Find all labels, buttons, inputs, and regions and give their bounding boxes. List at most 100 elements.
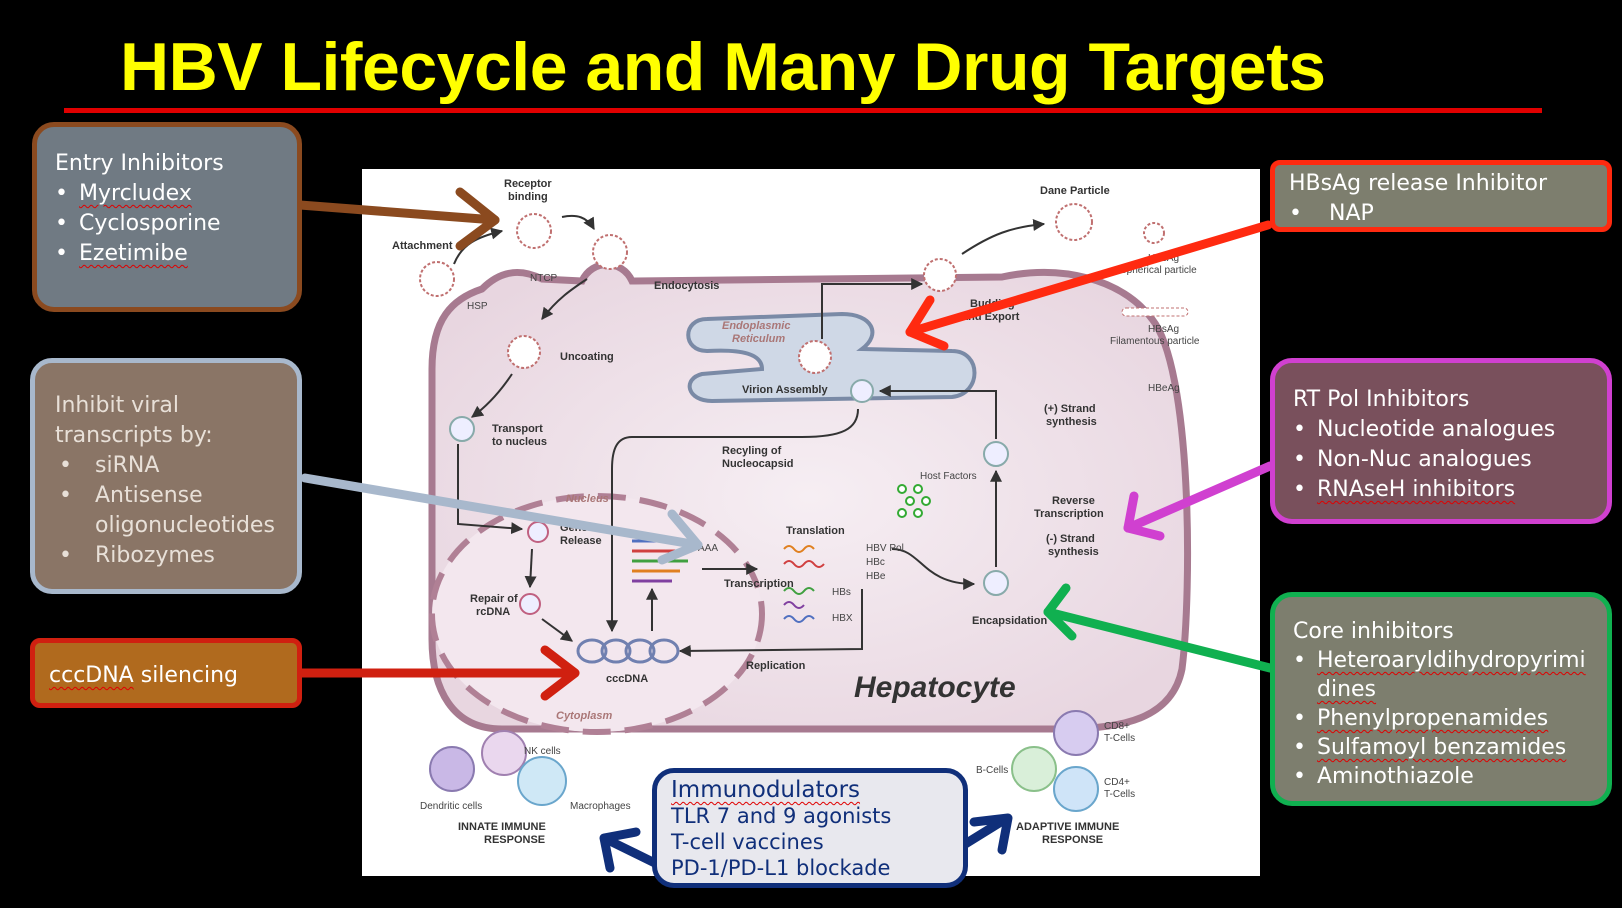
cccdna-label-b: silencing [133, 663, 239, 688]
repair-label-1: Repair of [470, 593, 518, 605]
cccdna-label-a: cccDNA [49, 663, 134, 688]
immuno-item-tlr: TLR 7 and 9 agonists [671, 804, 892, 828]
core-item-phenylpropenamides: Phenylpropenamides [1317, 706, 1549, 731]
immuno-item-pd1: PD-1/PD-L1 blockade [671, 856, 891, 880]
host-factors-label: Host Factors [920, 471, 977, 482]
dendritic-cells-label: Dendritic cells [420, 801, 482, 812]
ntcp-label: NTCP [530, 273, 558, 284]
er-label-1: Endoplasmic [722, 320, 790, 332]
hbsag-sphere [1143, 222, 1165, 244]
hbe-label: HBe [866, 571, 886, 582]
entry-item-cyclosporine: Cyclosporine [79, 211, 221, 236]
hbx-label: HBX [832, 613, 853, 624]
hepatocyte-label: Hepatocyte [854, 671, 1016, 704]
receptor-binding-1: Receptor [504, 178, 552, 190]
entry-item-ezetimibe: Ezetimibe [79, 241, 188, 266]
receptor-binding-2: binding [508, 191, 548, 203]
rtpol-item-nucleotide: Nucleotide analogues [1317, 417, 1556, 442]
cccdna-arrow [295, 645, 580, 701]
hbv-pol-label: HBV Pol [866, 543, 904, 554]
core-item-aminothiazole: Aminothiazole [1317, 764, 1474, 789]
endocytosis-label: Endocytosis [654, 280, 719, 292]
plus-strand-2: synthesis [1046, 416, 1097, 428]
virion-assembly-label: Virion Assembly [742, 384, 828, 396]
hbc-label: HBc [866, 557, 885, 568]
immuno-heading: Immunodulators [671, 777, 861, 803]
hbsag-heading: HBsAg release Inhibitor [1289, 171, 1548, 196]
entry-heading: Entry Inhibitors [55, 151, 224, 176]
title-underline [64, 108, 1542, 113]
adaptive-response-2: RESPONSE [1042, 834, 1103, 846]
cd8-label-2: T-Cells [1104, 733, 1135, 744]
aaa-label: AAA [698, 543, 718, 554]
core-arrow [1043, 583, 1275, 673]
dane-particle-label: Dane Particle [1040, 185, 1110, 197]
host-factor-dots [897, 484, 931, 518]
hbsag-release-callout: HBsAg release Inhibitor NAP [1270, 160, 1612, 232]
core-item-sulfamoyl: Sulfamoyl benzamides [1317, 735, 1567, 760]
transcription-label: Transcription [724, 578, 794, 590]
innate-response-1: INNATE IMMUNE [458, 821, 546, 833]
innate-response-2: RESPONSE [484, 834, 545, 846]
cccdna-silencing-callout: cccDNA silencing [30, 638, 302, 708]
virion-attachment [419, 261, 455, 297]
recycling-label-2: Nucleocapsid [722, 458, 794, 470]
immuno-item-tcell: T-cell vaccines [671, 830, 824, 854]
attachment-label: Attachment [392, 240, 453, 252]
nucleus-label: Nucleus [566, 493, 609, 505]
immuno-arrow-right [957, 813, 1013, 855]
virion-binding [516, 213, 552, 249]
core-item-hap: Heteroaryldihydropyrimidines [1317, 648, 1586, 702]
rtpol-heading: RT Pol Inhibitors [1293, 387, 1470, 412]
capsid-transport [449, 416, 475, 442]
entry-item-myrcludex: Myrcludex [79, 181, 192, 206]
transcripts-item-ribozymes: Ribozymes [95, 543, 215, 568]
cccdna-rings [576, 638, 680, 664]
entry-arrow [295, 187, 500, 251]
core-heading: Core inhibitors [1293, 619, 1454, 644]
transcripts-arrow [300, 473, 703, 565]
cd8-label-1: CD8+ [1104, 721, 1130, 732]
reverse-transcription-2: Transcription [1034, 508, 1104, 520]
cytoplasm-label: Cytoplasm [556, 710, 612, 722]
hbsag-filament [1121, 307, 1189, 317]
hbsag-spherical-2: Spherical particle [1120, 265, 1197, 276]
macrophages-label: Macrophages [570, 801, 631, 812]
capsid-plus-strand [983, 441, 1009, 467]
rtpol-arrow [1123, 461, 1275, 541]
nk-cells-label: NK cells [524, 746, 561, 757]
slide-title: HBV Lifecycle and Many Drug Targets [120, 29, 1326, 105]
recycling-label-1: Recyling of [722, 445, 782, 457]
core-inhibitors-callout: Core inhibitors Heteroaryldihydropyrimid… [1270, 592, 1612, 806]
virion-er [798, 340, 832, 374]
capsid-repair [519, 593, 541, 615]
hbeag-label: HBeAg [1148, 383, 1180, 394]
virion-dane [1055, 203, 1093, 241]
capsid-encapsidation [983, 570, 1009, 596]
adaptive-response-1: ADAPTIVE IMMUNE [1016, 821, 1119, 833]
rtpol-item-rnaseh: RNAseH inhibitors [1317, 477, 1516, 502]
transport-label-2: to nucleus [492, 436, 547, 448]
uncoating-label: Uncoating [560, 351, 614, 363]
transport-label-1: Transport [492, 423, 543, 435]
minus-strand-2: synthesis [1048, 546, 1099, 558]
capsid-recycling [850, 379, 874, 403]
er-label-2: Reticulum [732, 333, 785, 345]
translation-products [783, 545, 825, 623]
hbsag-filamentous-1: HBsAg [1148, 324, 1179, 335]
cccdna-label: cccDNA [606, 673, 648, 685]
hbsag-item-nap: NAP [1329, 201, 1374, 226]
encapsidation-label: Encapsidation [972, 615, 1047, 627]
virion-uncoating [507, 335, 541, 369]
cd4-label-1: CD4+ [1104, 777, 1130, 788]
virion-budding [923, 258, 957, 292]
entry-inhibitors-callout: Entry Inhibitors Myrcludex Cyclosporine … [32, 122, 302, 312]
rt-pol-inhibitors-callout: RT Pol Inhibitors Nucleotide analogues N… [1270, 358, 1612, 524]
viral-transcripts-callout: Inhibit viral transcripts by: siRNA Anti… [30, 358, 302, 594]
cd4-label-2: T-Cells [1104, 789, 1135, 800]
transcripts-heading-1: Inhibit viral [55, 393, 179, 418]
hsp-label: HSP [467, 301, 488, 312]
minus-strand-1: (-) Strand [1046, 533, 1095, 545]
rtpol-item-nonnuc: Non-Nuc analogues [1317, 447, 1532, 472]
